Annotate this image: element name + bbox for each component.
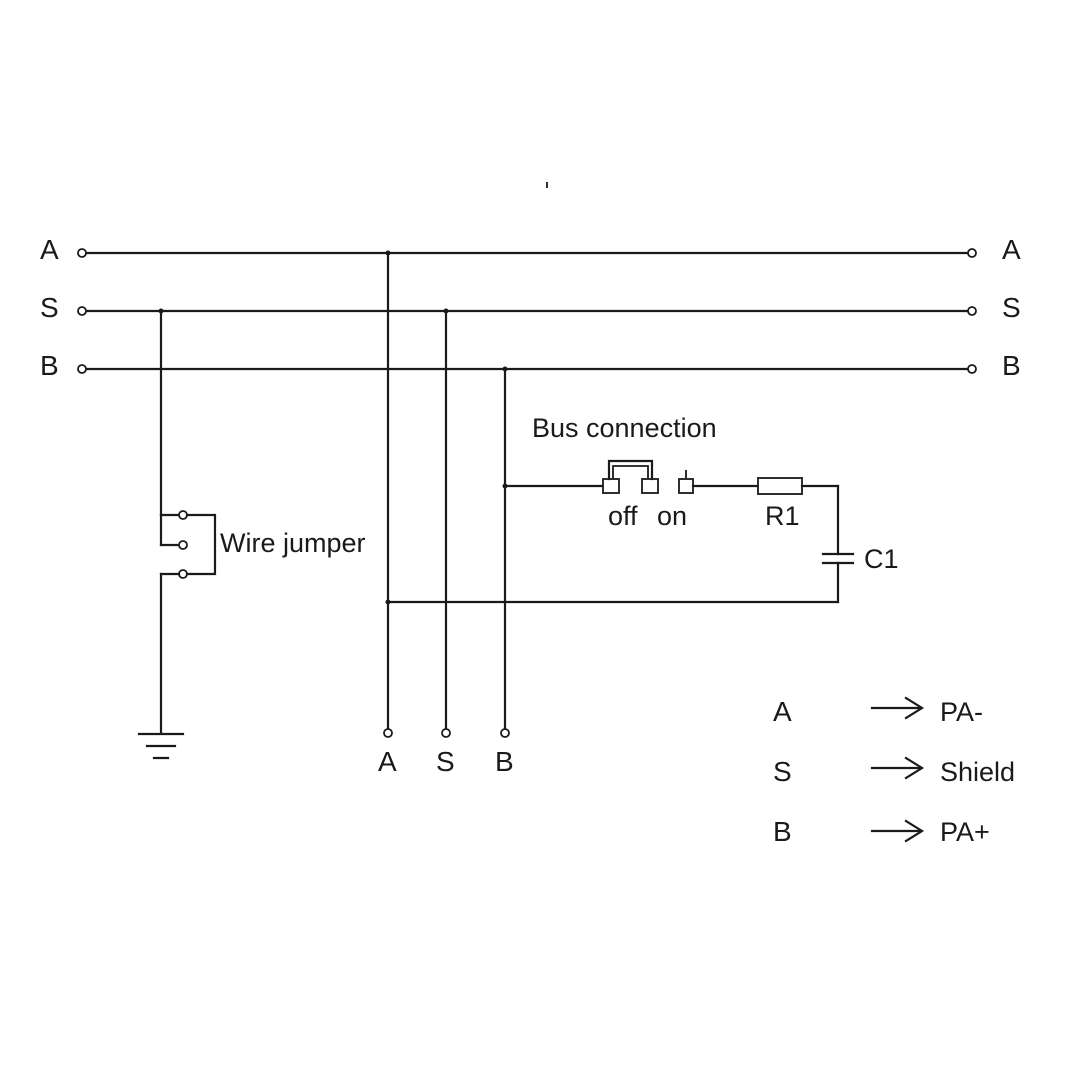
legend-value: PA+ xyxy=(940,817,990,847)
wire-jumper-label: Wire jumper xyxy=(220,528,366,558)
bus-connection-label: Bus connection xyxy=(532,413,717,443)
bottom-label-s: S xyxy=(436,746,455,777)
bus-line-s xyxy=(77,306,977,316)
termination-network xyxy=(385,459,855,605)
legend-row-s: S Shield xyxy=(773,756,1015,787)
legend-key: B xyxy=(773,816,792,847)
bottom-label-b: B xyxy=(495,746,514,777)
bus-label-right-a: A xyxy=(1002,234,1021,265)
legend-value: Shield xyxy=(940,757,1015,787)
legend-key: A xyxy=(773,696,792,727)
legend-key: S xyxy=(773,756,792,787)
switch-on-label: on xyxy=(657,501,687,531)
drop-s xyxy=(441,308,451,738)
resistor-label: R1 xyxy=(765,501,800,531)
bus-line-a xyxy=(77,248,977,258)
arrow-right-icon xyxy=(904,696,925,720)
bottom-label-a: A xyxy=(378,746,397,777)
bus-label-right-b: B xyxy=(1002,350,1021,381)
bus-label-left-s: S xyxy=(40,292,59,323)
shield-ground-branch xyxy=(158,308,217,735)
switch-off-label: off xyxy=(608,501,638,531)
drop-a xyxy=(383,250,393,738)
ground-icon xyxy=(137,732,185,760)
bus-line-b xyxy=(77,364,977,374)
legend: A PA- S Shield B PA+ xyxy=(773,696,1015,847)
legend-value: PA- xyxy=(940,697,983,727)
arrow-right-icon xyxy=(904,819,925,843)
drop-b xyxy=(500,366,510,738)
capacitor-icon xyxy=(821,552,855,565)
resistor-icon xyxy=(757,477,803,495)
arrow-right-icon xyxy=(904,756,925,780)
legend-row-a: A PA- xyxy=(773,696,983,727)
bus-label-right-s: S xyxy=(1002,292,1021,323)
capacitor-label: C1 xyxy=(864,544,899,574)
legend-row-b: B PA+ xyxy=(773,816,990,847)
bus-label-left-a: A xyxy=(40,234,59,265)
bus-label-left-b: B xyxy=(40,350,59,381)
